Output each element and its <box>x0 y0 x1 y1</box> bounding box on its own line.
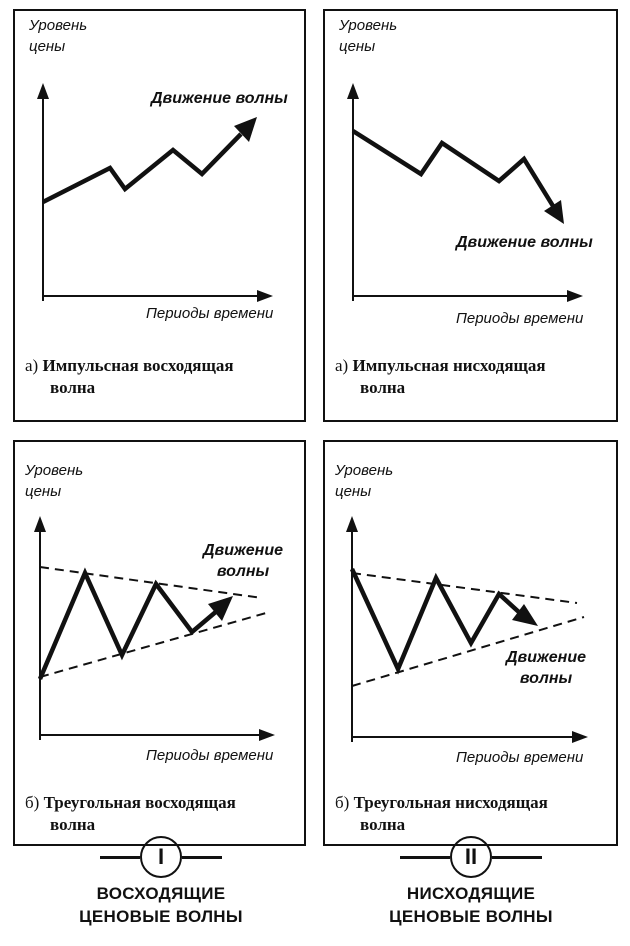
panel-caption: б) Треугольная нисходящая волна <box>335 792 548 836</box>
x-axis-arrow-icon <box>259 729 275 741</box>
lower-trendline <box>39 612 267 678</box>
caption-letter: б) <box>335 793 350 812</box>
wave-arrowhead-icon <box>512 604 538 626</box>
y-axis-label: Уровень цены <box>335 460 393 502</box>
impulse-falling-plot <box>347 83 583 302</box>
y-axis-arrow-icon <box>37 83 49 99</box>
caption-line-2: волна <box>50 378 96 397</box>
panel-impulse-falling: Уровень цены Движение волны Периоды врем… <box>323 9 618 422</box>
caption-line-2: волна <box>360 378 406 397</box>
caption-letter: б) <box>25 793 40 812</box>
caption-letter: а) <box>25 356 39 375</box>
wave-direction-label: Движение волны <box>456 232 593 253</box>
wave-direction-label: Движение волны <box>203 540 283 582</box>
wave-direction-label: Движение волны <box>151 88 288 109</box>
caption-line-2: волна <box>360 815 406 834</box>
wave-label-line-1: Движение <box>506 649 587 666</box>
group-falling-numeral: II <box>450 836 492 878</box>
x-axis-arrow-icon <box>567 290 583 302</box>
y-label-line-2: цены <box>29 38 66 55</box>
impulse-rising-plot <box>37 83 273 302</box>
x-axis-arrow-icon <box>572 731 588 743</box>
wave-direction-label: Движение волны <box>506 647 586 689</box>
wave-arrowhead-icon <box>544 200 564 224</box>
price-path <box>41 132 243 205</box>
y-label-line-1: Уровень <box>339 17 398 34</box>
y-label-line-2: цены <box>335 483 372 500</box>
wave-label-line-2: волны <box>519 670 573 687</box>
caption-line-2: волна <box>50 815 96 834</box>
group-label-line-1: НИСХОДЯЩИЕ <box>406 884 536 903</box>
x-axis-arrow-icon <box>257 290 273 302</box>
wave-arrowhead-icon <box>234 117 257 142</box>
lower-trendline <box>351 616 585 687</box>
price-path <box>349 568 523 675</box>
panel-caption: а) Импульсная нисходящая волна <box>335 355 546 399</box>
group-rising-label: ВОСХОДЯЩИЕ ЦЕНОВЫЕ ВОЛНЫ <box>61 882 261 928</box>
group-label-line-1: ВОСХОДЯЩИЕ <box>96 884 226 903</box>
y-label-line-1: Уровень <box>335 462 394 479</box>
group-rising-connector <box>182 856 222 859</box>
y-axis-label: Уровень цены <box>29 15 87 57</box>
y-axis-arrow-icon <box>34 516 46 532</box>
caption-letter: а) <box>335 356 349 375</box>
group-rising-numeral: I <box>140 836 182 878</box>
y-axis-arrow-icon <box>347 83 359 99</box>
x-axis-label: Периоды времени <box>456 310 584 327</box>
group-rising-connector <box>100 856 140 859</box>
y-axis-label: Уровень цены <box>339 15 397 57</box>
wave-arrowhead-icon <box>208 596 233 621</box>
x-axis-label: Периоды времени <box>146 305 274 322</box>
panel-triangle-rising: Уровень цены Движение волны Периоды врем… <box>13 440 306 846</box>
y-axis-arrow-icon <box>346 516 358 532</box>
upper-trendline <box>351 572 578 604</box>
group-label-line-2: ЦЕНОВЫЕ ВОЛНЫ <box>389 907 553 926</box>
wave-label-line-1: Движение волны <box>151 90 288 107</box>
caption-line-1: Треугольная восходящая <box>43 793 236 812</box>
wave-label-line-1: Движение <box>203 542 284 559</box>
upper-trendline <box>39 566 263 599</box>
y-label-line-2: цены <box>339 38 376 55</box>
y-label-line-2: цены <box>25 483 62 500</box>
y-label-line-1: Уровень <box>25 462 84 479</box>
caption-line-1: Импульсная нисходящая <box>352 356 546 375</box>
x-axis-label: Периоды времени <box>146 747 274 764</box>
wave-label-line-1: Движение волны <box>456 234 593 251</box>
caption-line-1: Треугольная нисходящая <box>353 793 548 812</box>
y-label-line-1: Уровень <box>29 17 88 34</box>
panel-caption: а) Импульсная восходящая волна <box>25 355 234 399</box>
x-axis-label: Периоды времени <box>456 749 584 766</box>
group-falling-connector <box>492 856 542 859</box>
panel-caption: б) Треугольная восходящая волна <box>25 792 236 836</box>
y-axis-label: Уровень цены <box>25 460 83 502</box>
wave-label-line-2: волны <box>216 563 270 580</box>
panel-triangle-falling: Уровень цены Движение волны Периоды врем… <box>323 440 618 846</box>
group-falling-connector <box>400 856 450 859</box>
group-falling-label: НИСХОДЯЩИЕ ЦЕНОВЫЕ ВОЛНЫ <box>371 882 571 928</box>
caption-line-1: Импульсная восходящая <box>42 356 234 375</box>
triangle-rising-plot <box>34 516 275 741</box>
price-path <box>351 129 555 208</box>
triangle-falling-plot <box>346 516 588 743</box>
price-path <box>37 567 220 680</box>
group-label-line-2: ЦЕНОВЫЕ ВОЛНЫ <box>79 907 243 926</box>
panel-impulse-rising: Уровень цены Движение волны Периоды врем… <box>13 9 306 422</box>
